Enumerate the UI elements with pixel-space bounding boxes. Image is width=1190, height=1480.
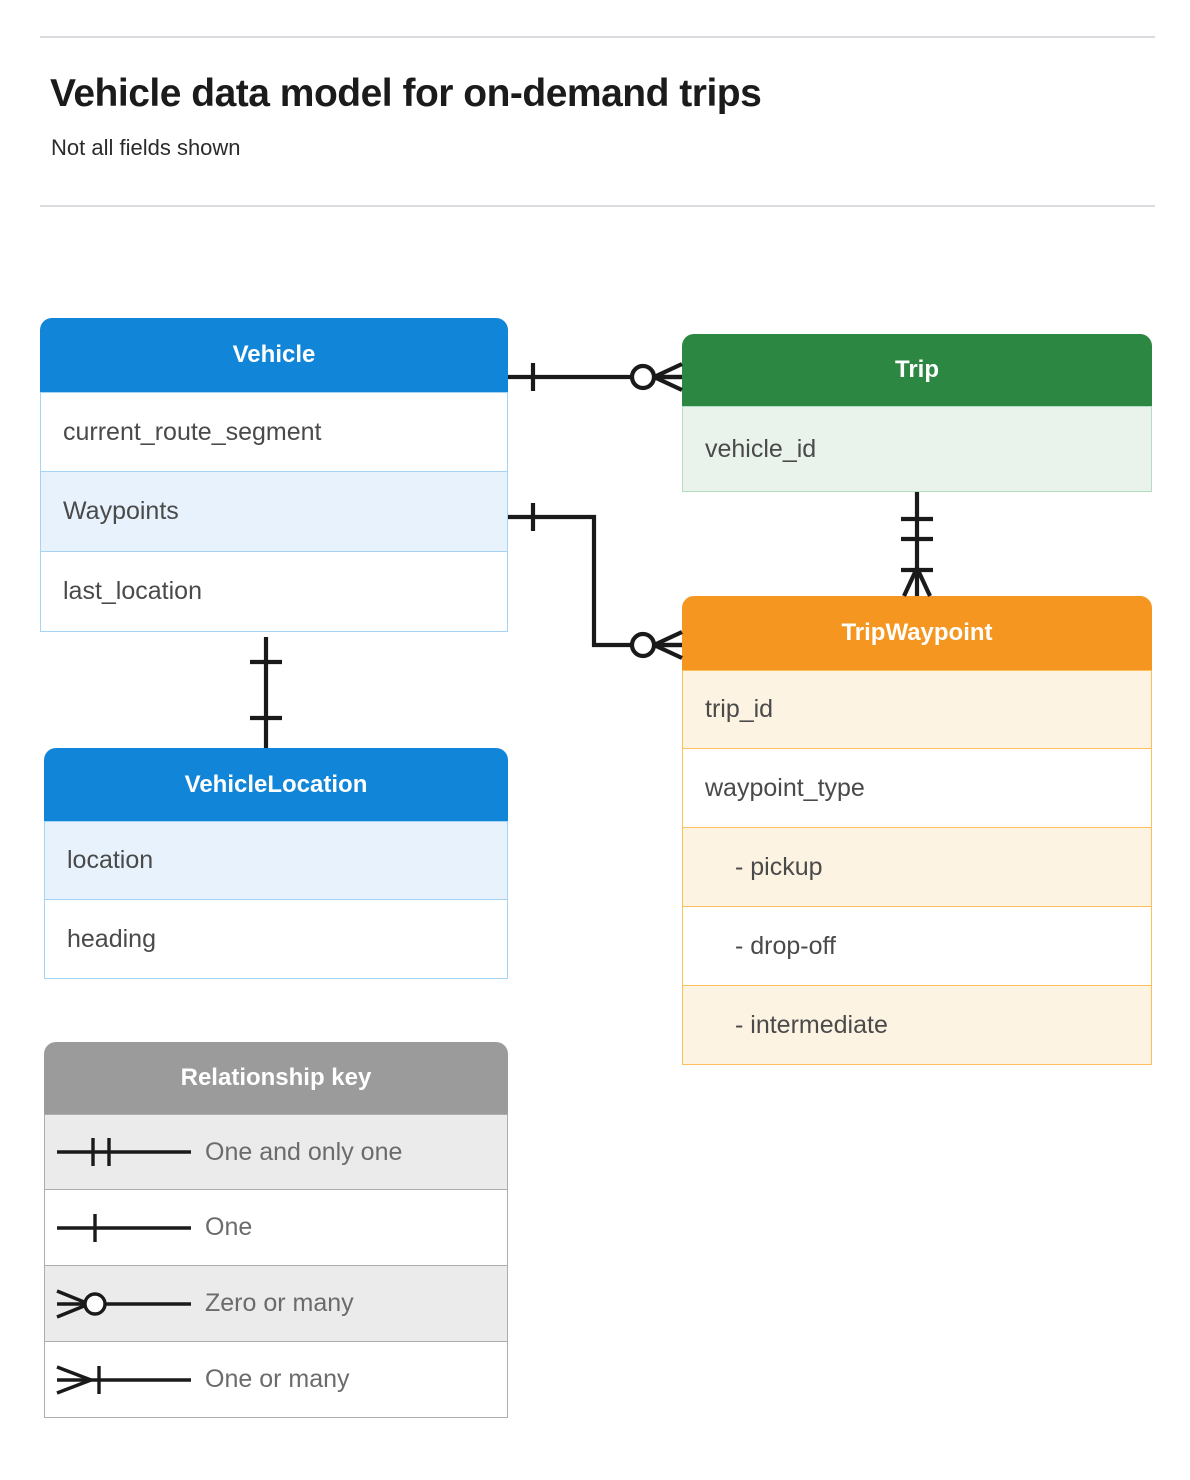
field-waypoints[interactable]: Waypoints: [40, 472, 508, 552]
field-waypoint-type-dropoff[interactable]: - drop-off: [682, 907, 1152, 986]
connector-trip-tripwaypoint: [901, 492, 933, 597]
entity-tripwaypoint-fields: trip_id waypoint_type - pickup - drop-of…: [682, 670, 1152, 1065]
legend-row-one: One: [44, 1190, 508, 1266]
one-and-only-one-icon: [45, 1132, 205, 1172]
legend-row-zero-or-many: Zero or many: [44, 1266, 508, 1342]
zero-or-many-icon: [45, 1284, 205, 1324]
entity-vehicle-fields: current_route_segment Waypoints last_loc…: [40, 392, 508, 632]
entity-vehiclelocation-fields: location heading: [44, 821, 508, 979]
one-icon: [45, 1208, 205, 1248]
field-waypoint-type-pickup[interactable]: - pickup: [682, 828, 1152, 907]
field-location[interactable]: location: [44, 821, 508, 900]
legend-row-one-and-only-one: One and only one: [44, 1114, 508, 1190]
entity-vehicle[interactable]: Vehicle current_route_segment Waypoints …: [40, 318, 508, 632]
connector-vehicle-trip: [508, 362, 683, 392]
page-subtitle: Not all fields shown: [51, 135, 241, 160]
header-divider-top: [40, 36, 1155, 38]
one-or-many-icon: [45, 1360, 205, 1400]
connector-vehicle-vehiclelocation: [250, 637, 282, 748]
entity-trip-title: Trip: [682, 334, 1152, 406]
entity-tripwaypoint-title: TripWaypoint: [682, 596, 1152, 670]
legend-label-one: One: [205, 1213, 253, 1241]
entity-vehiclelocation-title: VehicleLocation: [44, 748, 508, 821]
legend-label-one-and-only-one: One and only one: [205, 1137, 403, 1166]
legend-label-one-or-many: One or many: [205, 1365, 350, 1393]
entity-tripwaypoint[interactable]: TripWaypoint trip_id waypoint_type - pic…: [682, 596, 1152, 1065]
field-current-route-segment[interactable]: current_route_segment: [40, 392, 508, 472]
page-title: Vehicle data model for on-demand trips: [50, 72, 762, 115]
entity-vehiclelocation[interactable]: VehicleLocation location heading: [44, 748, 508, 979]
relationship-key-legend: Relationship key One and only one One: [44, 1042, 508, 1418]
legend-label-zero-or-many: Zero or many: [205, 1289, 354, 1317]
field-waypoint-type[interactable]: waypoint_type: [682, 749, 1152, 828]
connector-waypoints-tripwaypoint: [508, 503, 683, 660]
field-trip-id[interactable]: trip_id: [682, 670, 1152, 749]
header-divider-bottom: [40, 205, 1155, 207]
field-waypoint-type-intermediate[interactable]: - intermediate: [682, 986, 1152, 1065]
entity-vehicle-title: Vehicle: [40, 318, 508, 392]
legend-title: Relationship key: [44, 1042, 508, 1114]
field-heading[interactable]: heading: [44, 900, 508, 979]
legend-row-one-or-many: One or many: [44, 1342, 508, 1418]
entity-trip[interactable]: Trip vehicle_id: [682, 334, 1152, 492]
entity-trip-fields: vehicle_id: [682, 406, 1152, 492]
field-last-location[interactable]: last_location: [40, 552, 508, 632]
field-vehicle-id[interactable]: vehicle_id: [682, 406, 1152, 492]
